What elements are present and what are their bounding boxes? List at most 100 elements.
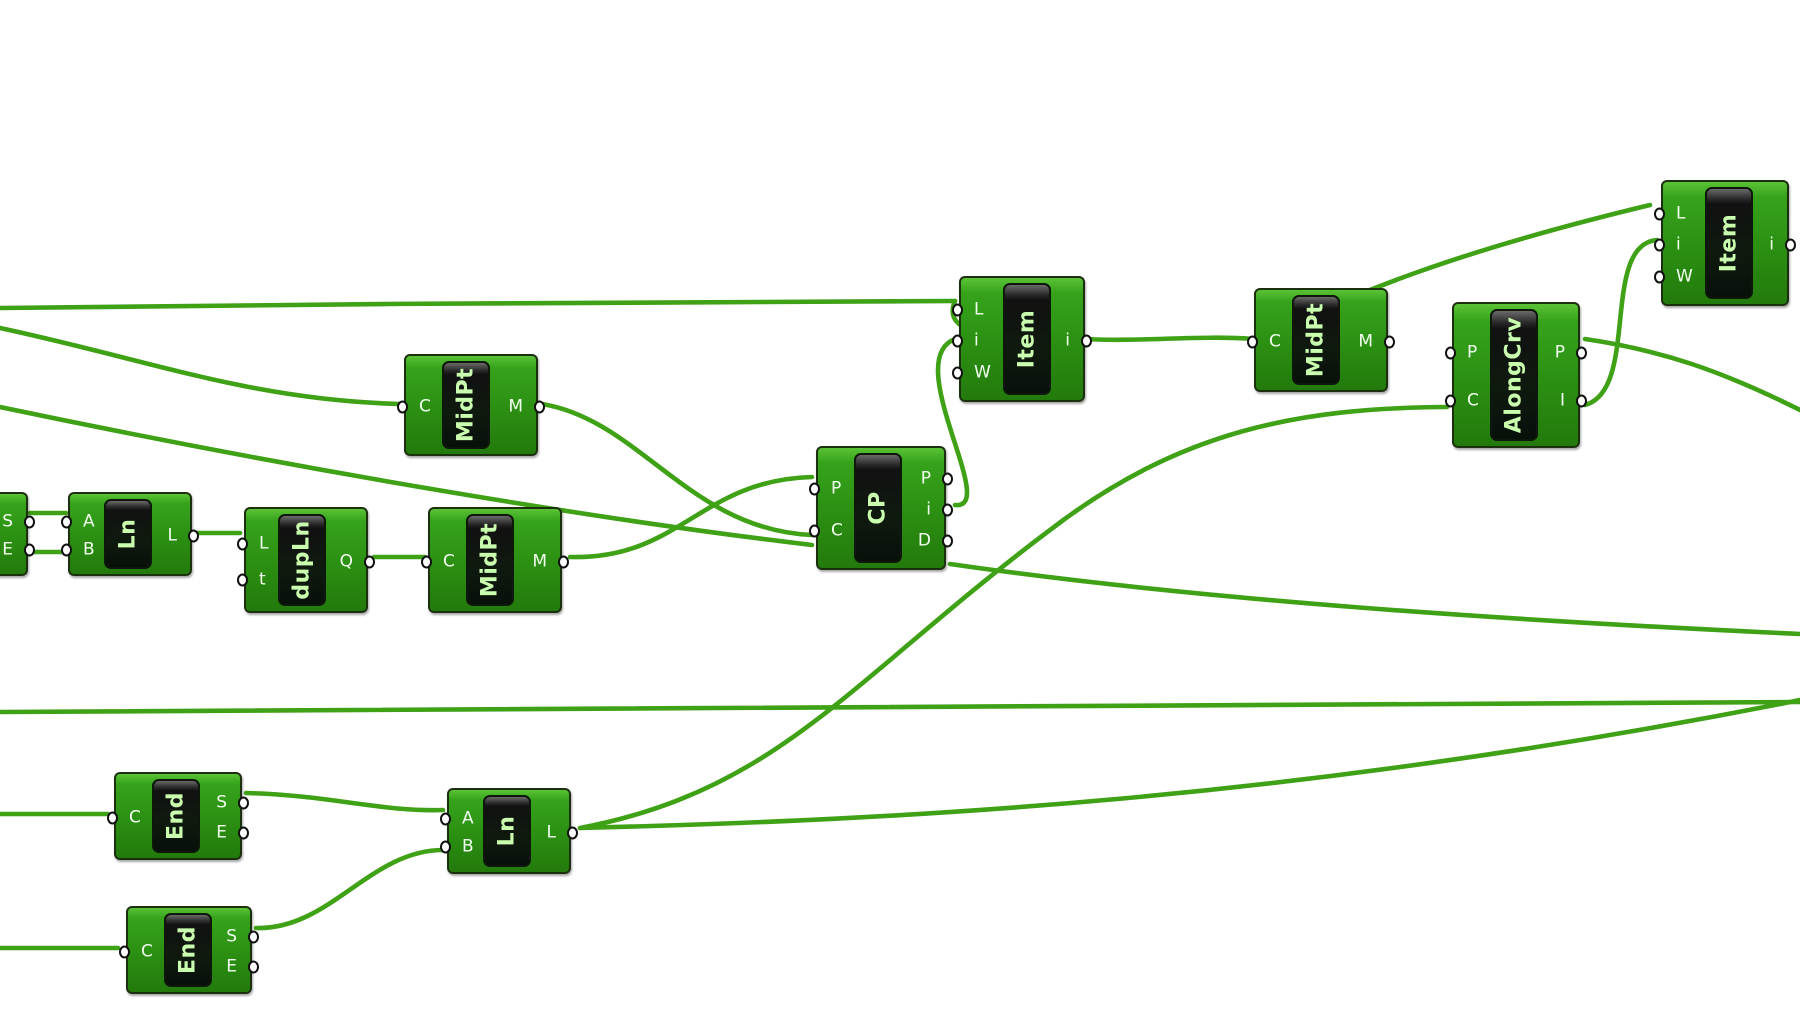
input-grip[interactable]: [421, 555, 432, 569]
input-param-label: C: [141, 941, 153, 962]
component-nickname-panel[interactable]: End: [152, 779, 200, 853]
component-nickname-panel[interactable]: MidPt: [466, 514, 514, 606]
output-grip[interactable]: [1785, 238, 1796, 252]
wire[interactable]: [0, 699, 1800, 715]
output-grip[interactable]: [1384, 335, 1395, 349]
input-grip[interactable]: [1247, 335, 1258, 349]
input-grip[interactable]: [397, 400, 408, 414]
wire[interactable]: [1083, 335, 1258, 343]
output-grip[interactable]: [238, 796, 249, 810]
output-param-label: M: [532, 551, 547, 572]
output-grip[interactable]: [942, 534, 953, 548]
output-grip[interactable]: [238, 826, 249, 840]
wire[interactable]: [0, 404, 815, 548]
input-grip[interactable]: [1445, 346, 1456, 360]
component-nickname: End: [175, 926, 201, 974]
input-grip[interactable]: [107, 811, 118, 825]
input-param-label: P: [1467, 342, 1478, 363]
input-grip[interactable]: [61, 515, 72, 529]
input-grip[interactable]: [952, 366, 963, 379]
wire[interactable]: [539, 401, 815, 538]
input-grip[interactable]: [440, 812, 451, 826]
output-grip[interactable]: [942, 472, 953, 486]
output-grip[interactable]: [24, 515, 35, 529]
input-grip[interactable]: [119, 945, 130, 959]
output-grip[interactable]: [1576, 394, 1587, 408]
input-grip[interactable]: [1654, 207, 1665, 220]
component-midpt-2[interactable]: MidPt C M: [421, 507, 569, 613]
wire[interactable]: [0, 298, 958, 311]
input-grip[interactable]: [237, 537, 248, 551]
component-nickname-panel[interactable]: dupLn: [278, 514, 326, 606]
input-param-label: i: [1676, 234, 1681, 255]
wire[interactable]: [935, 336, 970, 508]
wire[interactable]: [1582, 237, 1660, 408]
wire[interactable]: [947, 561, 1800, 637]
input-grip[interactable]: [1445, 394, 1456, 408]
input-param-label: W: [974, 362, 991, 382]
component-nickname: End: [163, 792, 189, 840]
output-grip[interactable]: [24, 543, 35, 557]
wire[interactable]: [0, 325, 403, 407]
output-grip[interactable]: [558, 555, 569, 569]
input-grip[interactable]: [952, 303, 963, 316]
component-nickname-panel[interactable]: AlongCrv: [1490, 309, 1538, 441]
component-nickname-panel[interactable]: CP: [854, 453, 902, 563]
output-param-label: S: [216, 792, 227, 813]
input-param-label: L: [259, 533, 269, 554]
component-nickname: MidPt: [453, 367, 479, 443]
input-param-label: C: [443, 551, 455, 572]
wire[interactable]: [577, 697, 1800, 831]
input-param-label: B: [462, 836, 474, 857]
component-nickname-panel[interactable]: Item: [1003, 283, 1051, 395]
input-grip[interactable]: [1654, 238, 1665, 252]
output-grip[interactable]: [1081, 334, 1092, 348]
output-grip[interactable]: [534, 400, 545, 414]
input-grip[interactable]: [440, 840, 451, 854]
input-grip[interactable]: [61, 543, 72, 557]
output-grip[interactable]: [248, 930, 259, 944]
component-nickname-panel[interactable]: Ln: [483, 795, 531, 867]
output-grip[interactable]: [248, 960, 259, 974]
input-param-label: t: [259, 569, 266, 590]
component-nickname-panel[interactable]: Ln: [104, 499, 152, 569]
wire[interactable]: [1582, 336, 1800, 413]
output-param-label: L: [546, 822, 556, 843]
wire[interactable]: [253, 847, 446, 931]
component-nickname-panel[interactable]: MidPt: [442, 361, 490, 449]
output-param-label: i: [926, 499, 931, 520]
output-grip[interactable]: [364, 555, 375, 569]
input-grip[interactable]: [809, 524, 820, 538]
output-grip[interactable]: [567, 826, 578, 840]
input-grip[interactable]: [952, 334, 963, 348]
output-grip[interactable]: [942, 503, 953, 517]
component-nickname-panel[interactable]: MidPt: [1292, 295, 1340, 385]
wire[interactable]: [577, 404, 1450, 831]
input-grip[interactable]: [809, 482, 820, 496]
output-param-label: I: [1559, 390, 1565, 411]
output-grip[interactable]: [188, 529, 199, 543]
input-param-label: C: [129, 807, 141, 828]
component-nickname-panel[interactable]: End: [164, 913, 212, 987]
output-grip[interactable]: [1576, 346, 1587, 360]
wire[interactable]: [567, 474, 815, 560]
input-grip[interactable]: [1654, 270, 1665, 283]
wire[interactable]: [243, 790, 446, 813]
input-param-label: A: [462, 808, 474, 829]
component-nickname-panel[interactable]: Item: [1705, 187, 1753, 299]
output-param-label: M: [508, 396, 523, 417]
output-param-label: i: [1065, 330, 1070, 351]
input-grip[interactable]: [237, 573, 248, 587]
